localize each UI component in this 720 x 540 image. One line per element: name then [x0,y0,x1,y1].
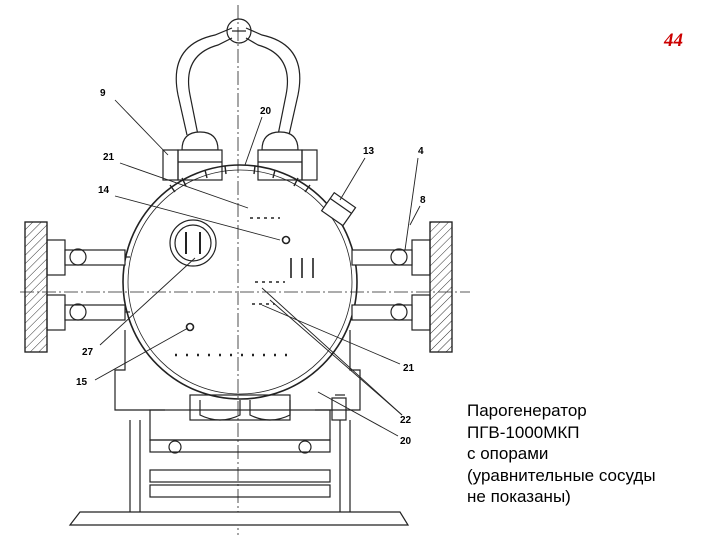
nozzle-13 [320,191,357,227]
caption-line-2: ПГВ-1000МКП [467,422,580,442]
callout-4: 4 [418,146,424,157]
manhole-27 [169,219,217,267]
vessel-shell [122,164,358,400]
foundation-base [68,394,410,526]
caption-line-4: (уравнительные сосуды [467,465,656,485]
slide-number: 44 [664,30,683,51]
caption-line-3: с опорами [467,444,549,463]
leader-lines [94,99,421,437]
top-collectors [162,131,318,181]
callout-20-bottom: 20 [400,436,412,447]
callout-22: 22 [400,415,412,426]
callout-21-right: 21 [403,363,415,374]
right-wall-support [351,221,453,353]
caption-line-1: Парогенератор [467,401,587,420]
left-wall-support [24,221,130,353]
internal-marks [175,217,314,357]
callout-13: 13 [363,146,375,157]
callout-8: 8 [420,195,426,206]
bottom-collectors [199,400,291,421]
vessel-studs [169,165,311,193]
vessel-shell-inner [127,169,353,395]
caption-line-5: не показаны) [467,487,571,506]
callout-27: 27 [82,347,94,358]
callout-20-top: 20 [260,106,272,117]
figure-caption: Парогенератор ПГВ-1000МКП с опорами (ура… [467,400,712,508]
top-loop-pipes [175,18,301,136]
callout-15: 15 [76,377,88,388]
callout-14: 14 [98,185,110,196]
callout-21-left: 21 [103,152,115,163]
callout-9: 9 [100,88,106,99]
